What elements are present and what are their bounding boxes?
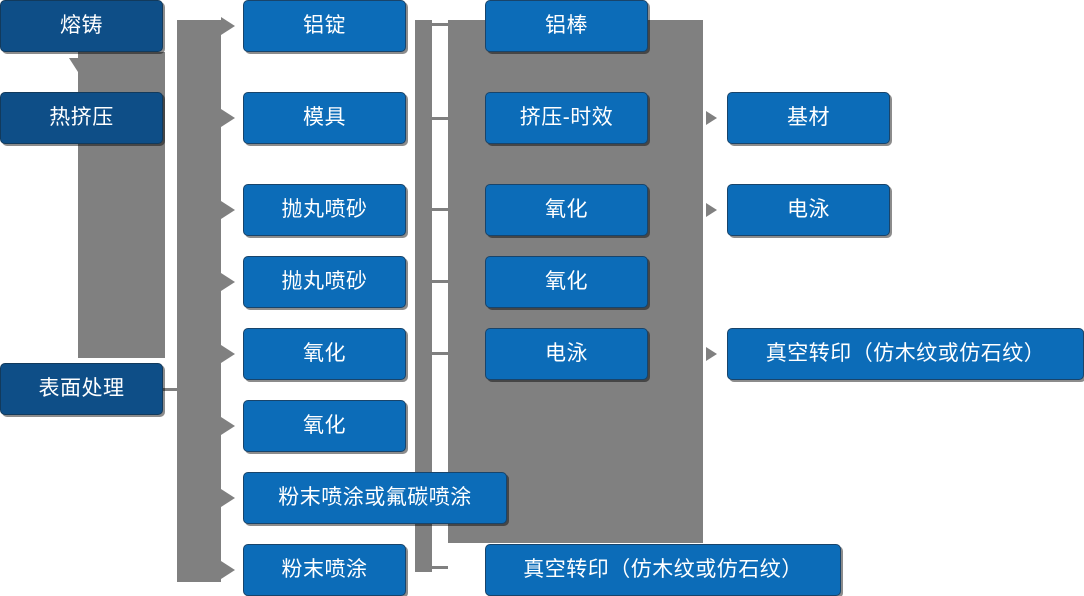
surface-treatment-stem — [163, 388, 181, 391]
left-bar-arrow-6 — [221, 417, 235, 435]
mid-block-arrow-1 — [706, 111, 717, 125]
process-box-powder-or-fluorocarbon-coating-label: 粉末喷涂或氟碳喷涂 — [278, 486, 472, 510]
left-vertical-bar — [177, 20, 221, 582]
left-bar-arrow-4 — [221, 273, 235, 291]
process-box-powder-coating[interactable]: 粉末喷涂 — [243, 544, 406, 596]
mid-stem-3 — [432, 208, 448, 211]
process-box-mold[interactable]: 模具 — [243, 92, 406, 144]
process-box-mold-label: 模具 — [303, 106, 346, 130]
process-box-oxidation-2[interactable]: 氧化 — [243, 400, 406, 452]
treatment-box-oxidation-1-label: 氧化 — [545, 198, 588, 222]
treatment-box-vacuum-transfer-print[interactable]: 真空转印（仿木纹或仿石纹） — [485, 544, 841, 596]
left-bar-arrow-1 — [221, 17, 235, 35]
treatment-box-aluminum-bar[interactable]: 铝棒 — [485, 0, 648, 52]
process-box-oxidation-2-label: 氧化 — [303, 414, 346, 438]
stage-box-hot-extrusion-label: 热挤压 — [49, 106, 114, 130]
process-box-aluminum-ingot-label: 铝锭 — [303, 14, 346, 38]
stage-box-melting[interactable]: 熔铸 — [0, 0, 163, 52]
process-box-shot-blasting-1[interactable]: 抛丸喷砂 — [243, 184, 406, 236]
process-box-aluminum-ingot[interactable]: 铝锭 — [243, 0, 406, 52]
stage-box-melting-label: 熔铸 — [60, 14, 103, 38]
output-box-electrophoresis-label: 电泳 — [787, 198, 830, 222]
stage-box-hot-extrusion[interactable]: 热挤压 — [0, 92, 163, 144]
stage-box-surface-treatment[interactable]: 表面处理 — [0, 363, 163, 415]
left-down-arrow-icon — [69, 58, 87, 72]
treatment-box-extrusion-aging-label: 挤压-时效 — [519, 106, 614, 130]
output-box-vacuum-transfer-print[interactable]: 真空转印（仿木纹或仿石纹） — [727, 328, 1084, 380]
process-box-powder-coating-label: 粉末喷涂 — [281, 558, 368, 582]
mid-stem-5 — [432, 352, 448, 355]
treatment-box-oxidation-2-label: 氧化 — [545, 270, 588, 294]
left-bar-arrow-8 — [221, 561, 235, 579]
mid-stem-6 — [432, 566, 448, 569]
stage-box-surface-treatment-label: 表面处理 — [38, 377, 125, 401]
treatment-box-aluminum-bar-label: 铝棒 — [545, 14, 588, 38]
process-box-shot-blasting-2[interactable]: 抛丸喷砂 — [243, 256, 406, 308]
left-bar-arrow-7 — [221, 489, 235, 507]
process-box-powder-or-fluorocarbon-coating[interactable]: 粉末喷涂或氟碳喷涂 — [243, 472, 507, 524]
treatment-box-oxidation-2[interactable]: 氧化 — [485, 256, 648, 308]
treatment-box-oxidation-1[interactable]: 氧化 — [485, 184, 648, 236]
process-box-oxidation-1[interactable]: 氧化 — [243, 328, 406, 380]
mid-stem-1 — [432, 23, 448, 26]
left-bar-arrow-3 — [221, 201, 235, 219]
process-box-shot-blasting-2-label: 抛丸喷砂 — [281, 270, 368, 294]
output-box-electrophoresis[interactable]: 电泳 — [727, 184, 890, 236]
output-box-substrate-label: 基材 — [787, 106, 830, 130]
mid-block-arrow-2 — [706, 203, 717, 217]
left-bar-arrow-5 — [221, 345, 235, 363]
mid-stem-2 — [432, 117, 448, 120]
mid-block-arrow-3 — [706, 347, 717, 361]
treatment-box-extrusion-aging[interactable]: 挤压-时效 — [485, 92, 648, 144]
mid-stem-4 — [432, 280, 448, 283]
output-box-substrate[interactable]: 基材 — [727, 92, 890, 144]
process-box-oxidation-1-label: 氧化 — [303, 342, 346, 366]
output-box-vacuum-transfer-print-label: 真空转印（仿木纹或仿石纹） — [765, 342, 1046, 366]
process-box-shot-blasting-1-label: 抛丸喷砂 — [281, 198, 368, 222]
mid-vertical-bar — [415, 20, 432, 572]
treatment-box-electrophoresis[interactable]: 电泳 — [485, 328, 648, 380]
left-bar-arrow-2 — [221, 109, 235, 127]
treatment-box-electrophoresis-label: 电泳 — [545, 342, 588, 366]
treatment-box-vacuum-transfer-print-label: 真空转印（仿木纹或仿石纹） — [523, 558, 803, 582]
